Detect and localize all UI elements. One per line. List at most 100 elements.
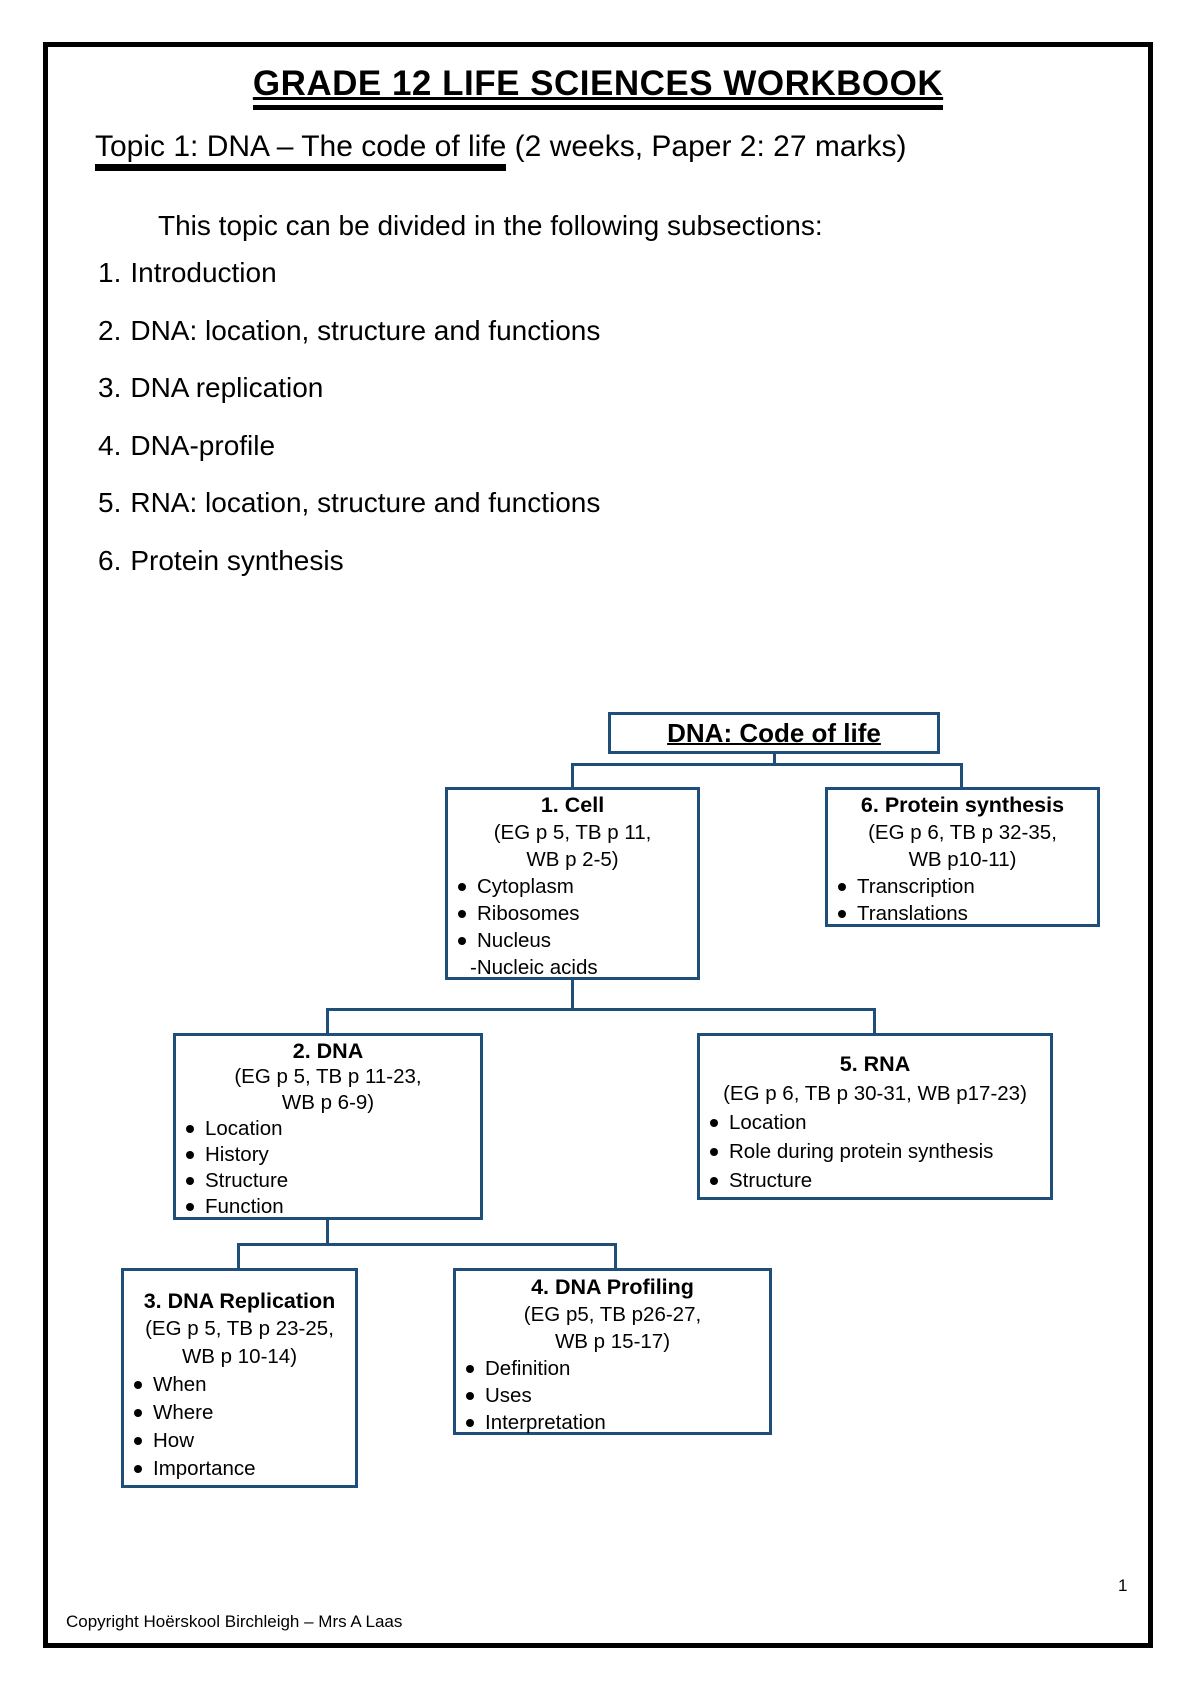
bullet-icon [466, 1391, 474, 1400]
intro-text: This topic can be divided in the followi… [158, 210, 823, 241]
bullet-label: Location [729, 1111, 807, 1134]
bullet-label: Interpretation [485, 1411, 606, 1434]
box-ref: (EG p 5, TB p 11-23, [234, 1065, 422, 1088]
bullet-label: Definition [485, 1357, 571, 1380]
item-number: 3. [98, 372, 122, 403]
box-bullet: Nucleus [448, 927, 697, 954]
bullet-label: How [153, 1429, 195, 1452]
connector-to-replication [237, 1243, 240, 1271]
bullet-icon [186, 1125, 194, 1133]
diagram-root-box: DNA: Code of life [608, 712, 940, 754]
diagram-box-rna: 5. RNA (EG p 6, TB p 30-31, WB p17-23) L… [697, 1033, 1053, 1200]
box-ref: WB p 10-14) [181, 1345, 298, 1368]
bullet-icon [466, 1418, 474, 1427]
connector-to-dna [326, 1008, 329, 1036]
box-ref: (EG p5, TB p26-27, [523, 1303, 702, 1326]
box-title: 1. Cell [540, 793, 605, 817]
box-bullet: Interpretation [456, 1409, 769, 1436]
bullet-icon [466, 1364, 474, 1373]
diagram-box-dna-profiling: 4. DNA Profiling (EG p5, TB p26-27, WB p… [453, 1268, 772, 1435]
bullet-icon [134, 1381, 142, 1389]
diagram-box-cell: 1. Cell (EG p 5, TB p 11, WB p 2-5) Cyto… [445, 787, 700, 980]
item-number: 4. [98, 430, 122, 461]
connector-to-cell [571, 763, 574, 790]
box-ref: WB p 15-17) [554, 1330, 671, 1353]
diagram-box-protein-synthesis: 6. Protein synthesis (EG p 6, TB p 32-35… [825, 787, 1100, 927]
item-number: 5. [98, 487, 122, 518]
item-label: DNA: location, structure and functions [130, 315, 601, 346]
box-bullet: Where [124, 1399, 355, 1427]
topic-suffix-text: (2 weeks, Paper 2: 27 marks) [506, 130, 907, 163]
bullet-icon [134, 1409, 142, 1417]
subsection-item-2: 2.DNA: location, structure and functions [98, 315, 600, 347]
box-ref: (EG p 6, TB p 30-31, WB p17-23) [723, 1082, 1027, 1105]
bullet-label: When [153, 1373, 207, 1396]
bullet-label: Translations [857, 902, 968, 925]
box-ref: (EG p 5, TB p 11, [493, 821, 652, 844]
subsection-item-3: 3. DNA replication [98, 372, 323, 404]
bullet-icon [186, 1203, 194, 1211]
bullet-label: Role during protein synthesis [729, 1140, 994, 1163]
bullet-icon [838, 882, 846, 891]
box-ref: (EG p 6, TB p 32-35, [868, 821, 1057, 844]
bullet-icon [134, 1465, 142, 1473]
box-ref: WB p 2-5) [526, 848, 619, 871]
box-sub-item: -Nucleic acids [470, 956, 598, 979]
diagram-box-dna: 2. DNA (EG p 5, TB p 11-23, WB p 6-9) Lo… [173, 1033, 483, 1220]
page-title: GRADE 12 LIFE SCIENCES WORKBOOK [43, 64, 1153, 110]
box-bullet: Translations [828, 900, 1097, 927]
workbook-title: GRADE 12 LIFE SCIENCES WORKBOOK [252, 64, 944, 110]
bullet-icon [458, 936, 466, 945]
bullet-label: Ribosomes [477, 902, 580, 925]
bullet-label: Cytoplasm [477, 875, 574, 898]
subsection-item-5: 5.RNA: location, structure and functions [98, 487, 600, 519]
item-number: 1. [98, 257, 122, 288]
bullet-label: History [205, 1143, 269, 1166]
bullet-icon [458, 909, 466, 918]
bullet-icon [186, 1151, 194, 1159]
box-bullet: Importance [124, 1455, 355, 1483]
box-bullet: History [176, 1142, 480, 1168]
bullet-label: Uses [485, 1384, 532, 1407]
subsection-item-1: 1.Introduction [98, 257, 277, 289]
topic-heading: Topic 1: DNA – The code of life (2 weeks… [95, 130, 1135, 171]
item-number: 6. [98, 545, 122, 576]
box-bullet: Role during protein synthesis [700, 1137, 1050, 1166]
bullet-label: Function [205, 1195, 284, 1218]
box-bullet: Ribosomes [448, 900, 697, 927]
box-title: 6. Protein synthesis [860, 793, 1065, 817]
bullet-label: Transcription [857, 875, 975, 898]
box-bullet: Uses [456, 1382, 769, 1409]
page-frame [43, 42, 1153, 1648]
box-title: 4. DNA Profiling [531, 1275, 694, 1299]
item-label: DNA replication [130, 372, 324, 403]
box-title: 3. DNA Replication [143, 1289, 336, 1313]
connector-level2-horizontal [326, 1008, 876, 1011]
subsection-item-6: 6. Protein synthesis [98, 545, 344, 577]
bullet-icon [710, 1147, 718, 1156]
box-bullet: Function [176, 1194, 480, 1220]
bullet-label: Structure [729, 1169, 813, 1192]
topic-underlined-text: Topic 1: DNA – The code of life [95, 130, 507, 171]
box-ref: WB p 6-9) [281, 1091, 375, 1114]
connector-level1-horizontal [571, 763, 963, 766]
bullet-icon [134, 1437, 142, 1445]
connector-to-profiling [614, 1243, 617, 1271]
bullet-icon [458, 882, 466, 891]
box-bullet: Cytoplasm [448, 873, 697, 900]
item-label: Protein synthesis [130, 545, 344, 576]
bullet-label: Nucleus [477, 929, 552, 952]
item-label: DNA-profile [130, 430, 276, 461]
box-bullet: Transcription [828, 873, 1097, 900]
box-bullet: How [124, 1427, 355, 1455]
bullet-label: Where [153, 1401, 214, 1424]
box-ref: WB p10-11) [908, 848, 1017, 871]
connector-root-stub [773, 752, 776, 766]
diagram-box-dna-replication: 3. DNA Replication (EG p 5, TB p 23-25, … [121, 1268, 358, 1488]
box-bullet: Location [176, 1116, 480, 1142]
bullet-icon [186, 1177, 194, 1185]
box-bullet: Structure [700, 1166, 1050, 1195]
bullet-icon [710, 1118, 718, 1127]
connector-level3-horizontal [237, 1243, 617, 1246]
connector-to-protein [960, 763, 963, 790]
